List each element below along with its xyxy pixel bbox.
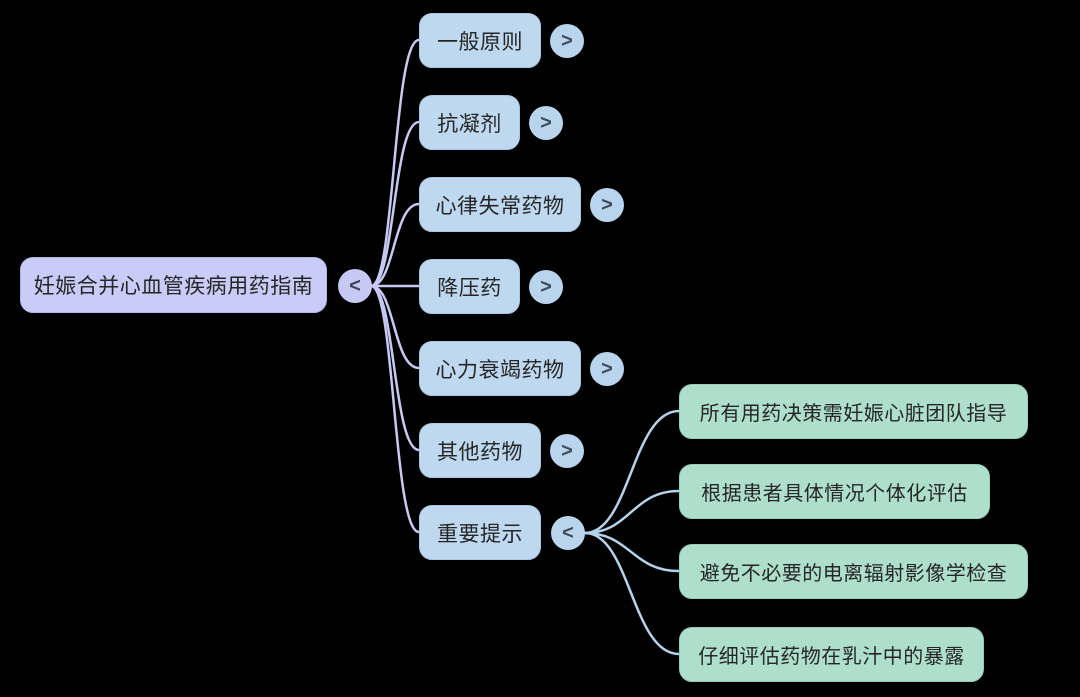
branch-node-important-tips[interactable]: 重要提示 [419,505,541,560]
branch-collapse-icon[interactable]: < [551,516,585,550]
edge-root-to-heart-failure-drugs [369,284,421,370]
edge-root-to-arrhythmia-drugs [369,202,421,288]
branch-label: 抗凝剂 [437,112,502,136]
edge-tips-to-tip-2 [583,489,681,535]
branch-label: 心律失常药物 [435,194,565,218]
branch-label: 降压药 [437,276,502,300]
branch-node-arrhythmia-drugs[interactable]: 心律失常药物 [419,177,581,232]
tip-label: 所有用药决策需妊娠心脏团队指导 [699,403,1008,425]
branch-expand-icon[interactable]: > [529,106,563,140]
tip-node-individual-assessment[interactable]: 根据患者具体情况个体化评估 [679,464,990,519]
branch-expand-icon[interactable]: > [590,352,624,386]
branch-expand-icon[interactable]: > [529,270,563,304]
edge-root-to-anticoagulants [369,120,421,288]
branch-label: 心力衰竭药物 [435,358,565,382]
tip-node-milk-exposure[interactable]: 仔细评估药物在乳汁中的暴露 [679,627,984,682]
branch-label: 一般原则 [437,30,523,54]
branch-node-antihypertensives[interactable]: 降压药 [419,259,520,314]
edge-tips-to-tip-4 [583,531,681,656]
tip-label: 根据患者具体情况个体化评估 [701,483,968,505]
branch-node-general-principles[interactable]: 一般原则 [419,13,541,68]
branch-node-heart-failure-drugs[interactable]: 心力衰竭药物 [419,341,581,396]
branch-label: 重要提示 [437,522,523,546]
tip-label: 仔细评估药物在乳汁中的暴露 [698,646,965,668]
branch-node-other-drugs[interactable]: 其他药物 [419,423,541,478]
branch-node-anticoagulants[interactable]: 抗凝剂 [419,95,520,150]
edge-root-to-general-principles [369,38,421,288]
tip-node-avoid-radiation[interactable]: 避免不必要的电离辐射影像学检查 [679,544,1028,599]
branch-expand-icon[interactable]: > [550,434,584,468]
edge-root-to-other-drugs [369,284,421,452]
root-collapse-icon[interactable]: < [338,269,372,303]
edge-tips-to-tip-1 [583,409,681,535]
edge-tips-to-tip-3 [583,531,681,573]
branch-expand-icon[interactable]: > [550,24,584,58]
tip-node-team-guidance[interactable]: 所有用药决策需妊娠心脏团队指导 [679,384,1028,439]
root-node-label: 妊娠合并心血管疾病用药指南 [33,275,314,298]
root-node[interactable]: 妊娠合并心血管疾病用药指南 [20,257,327,313]
edge-root-to-important-tips [369,284,421,534]
branch-label: 其他药物 [437,440,523,464]
branch-expand-icon[interactable]: > [590,188,624,222]
tip-label: 避免不必要的电离辐射影像学检查 [699,563,1008,585]
